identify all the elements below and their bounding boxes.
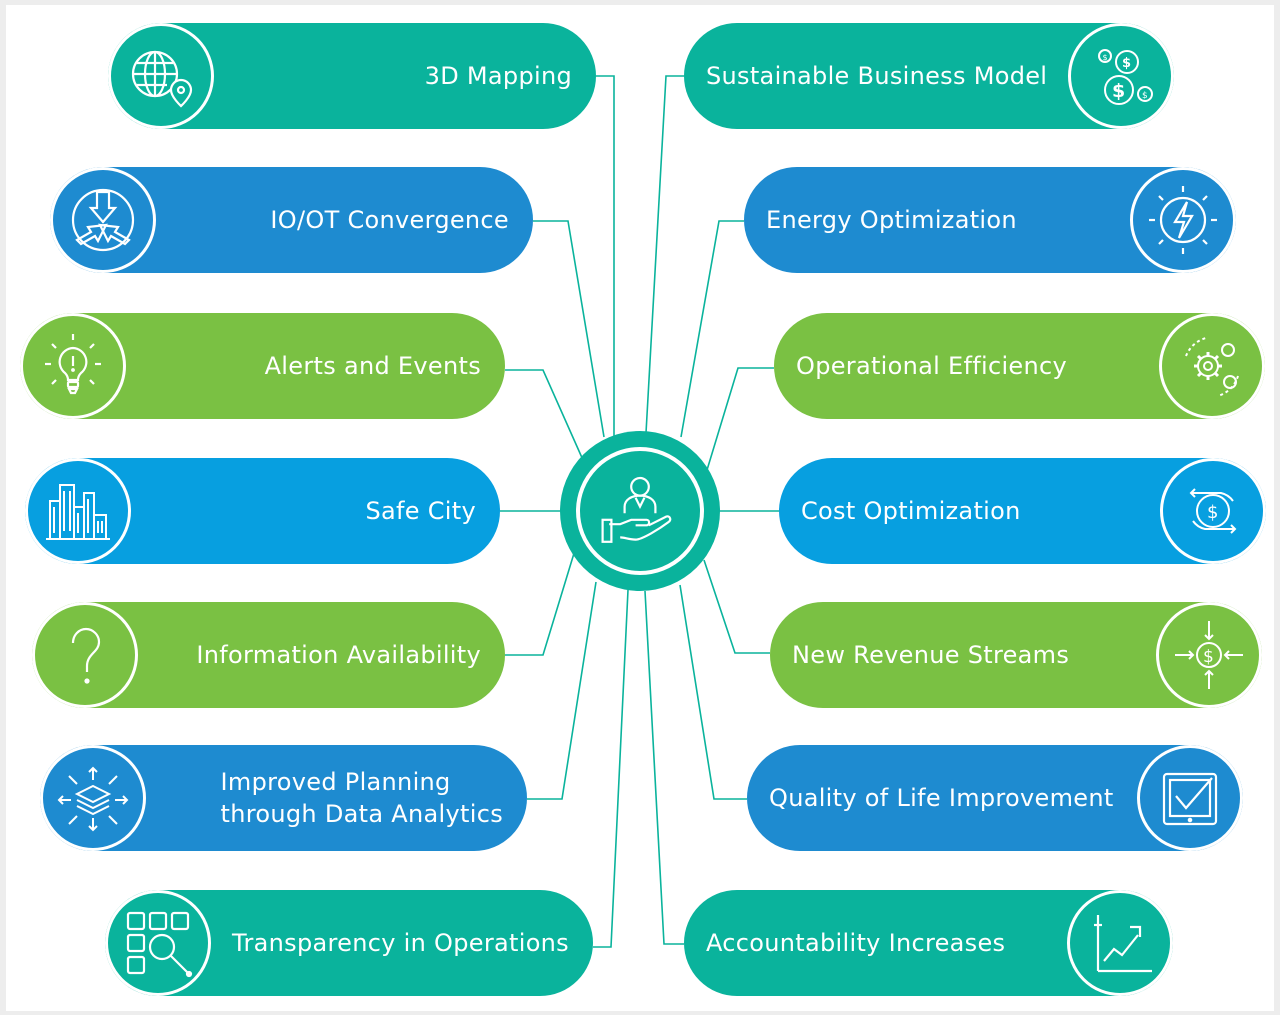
connector-left-5 <box>505 549 576 656</box>
checkbox-tablet-icon <box>1137 745 1243 851</box>
dollar-cycle-icon: $ <box>1160 458 1266 564</box>
layers-arrows-icon <box>40 745 146 851</box>
gears-icon <box>1159 313 1265 419</box>
connector-left-2 <box>533 220 605 438</box>
pill-label: Quality of Life Improvement <box>769 784 1114 812</box>
svg-text:$: $ <box>1103 53 1108 62</box>
connector-right-7 <box>644 590 684 945</box>
svg-text:$: $ <box>1207 502 1218 523</box>
pill-label: IO/OT Convergence <box>270 206 509 234</box>
pill-label: Transparency in Operations <box>232 929 569 957</box>
converge-arrows-icon <box>50 167 156 273</box>
city-buildings-icon <box>25 458 131 564</box>
connector-left-1 <box>596 75 615 437</box>
pill-label: Improved Planning through Data Analytics <box>220 768 503 828</box>
coins-icon: $ $ $ $ <box>1068 23 1174 129</box>
pill-label: New Revenue Streams <box>792 641 1070 669</box>
question-mark-icon <box>32 602 138 708</box>
pill-label: Operational Efficiency <box>796 352 1068 380</box>
connector-left-6 <box>527 581 597 800</box>
pill-label: Accountability Increases <box>706 929 1006 957</box>
pill-label: Cost Optimization <box>801 497 1021 525</box>
svg-text:$: $ <box>1122 56 1131 71</box>
pill-label: Sustainable Business Model <box>706 62 1048 90</box>
pill-label: 3D Mapping <box>424 62 572 90</box>
trend-chart-icon <box>1067 890 1173 996</box>
globe-pin-icon <box>108 23 214 129</box>
pill-label: Energy Optimization <box>766 206 1017 234</box>
svg-text:$: $ <box>1112 80 1125 102</box>
connector-left-3 <box>505 369 584 461</box>
hub-inner-ring <box>576 447 704 575</box>
connector-right-2 <box>680 220 744 438</box>
dollar-inflow-icon: $ <box>1156 602 1262 708</box>
pill-label: Information Availability <box>196 641 481 669</box>
lightning-icon <box>1130 167 1236 273</box>
connector-right-5 <box>703 559 770 654</box>
svg-text:$: $ <box>1203 647 1214 667</box>
svg-text:$: $ <box>1142 91 1148 101</box>
pill-label: Alerts and Events <box>264 352 481 380</box>
blocks-magnifier-icon <box>105 890 211 996</box>
pill-label: Safe City <box>365 497 476 525</box>
connector-right-3 <box>706 367 774 471</box>
person-hand-icon <box>601 476 672 543</box>
connector-right-6 <box>679 584 747 800</box>
lightbulb-alert-icon <box>20 313 126 419</box>
connector-right-1 <box>645 75 684 434</box>
connector-left-7 <box>593 589 629 948</box>
central-hub <box>560 431 720 591</box>
